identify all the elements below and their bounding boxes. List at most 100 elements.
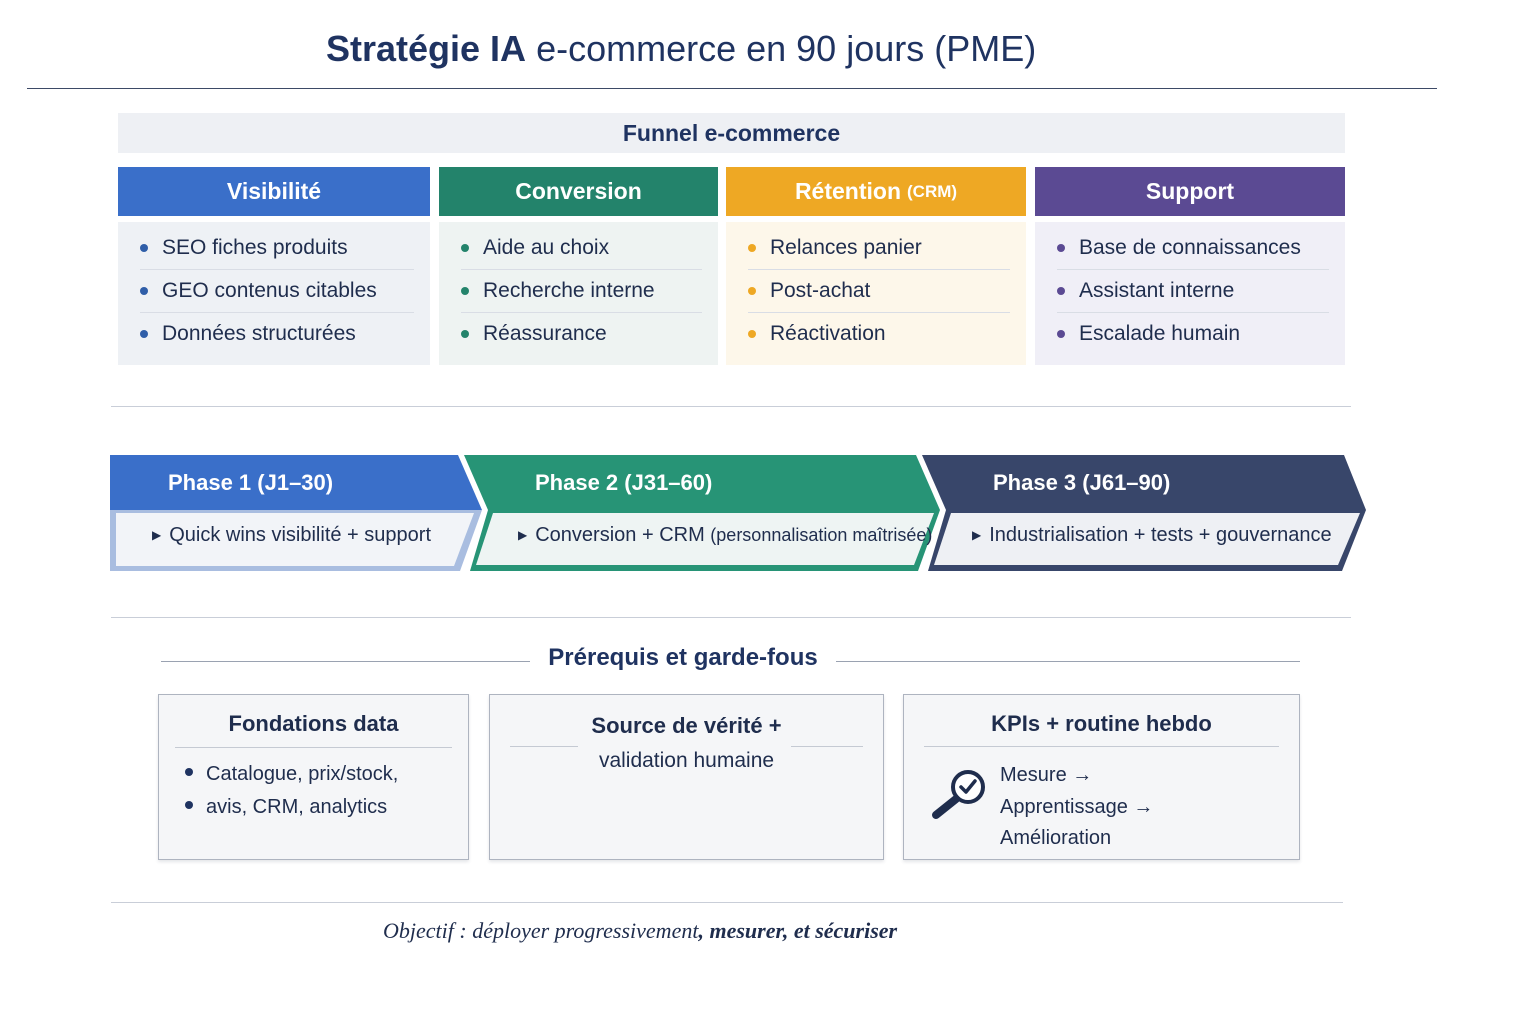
card-line: avis, CRM, analytics bbox=[185, 796, 387, 819]
phase-2-description: Conversion + CRM bbox=[535, 524, 711, 546]
phase-3-text: ▶ Industrialisation + tests + gouvernance bbox=[972, 524, 1332, 547]
card-title-line-1: Source de vérité + bbox=[591, 713, 782, 738]
card-line-text: Catalogue, prix/stock, bbox=[206, 763, 399, 785]
bullet-dot bbox=[748, 330, 756, 338]
list-item: Escalade humain bbox=[1057, 312, 1329, 355]
bullet-dot bbox=[461, 330, 469, 338]
bullet-dot bbox=[748, 287, 756, 295]
column-body: Relances panier Post-achat Réactivation bbox=[726, 222, 1026, 365]
list-item: Relances panier bbox=[748, 226, 1010, 269]
bullet-dot bbox=[1057, 330, 1065, 338]
objective-comma: , bbox=[698, 918, 710, 943]
objective-lead: Objectif : déployer progressivement bbox=[383, 918, 699, 943]
item-label: Post-achat bbox=[770, 279, 871, 302]
bullet-dot bbox=[461, 287, 469, 295]
card-title: Fondations data bbox=[228, 711, 399, 736]
card-title-line-2: validation humaine bbox=[598, 749, 775, 772]
bullet-dot bbox=[1057, 287, 1065, 295]
item-label: Assistant interne bbox=[1079, 279, 1235, 302]
column-title: Visibilité bbox=[226, 178, 322, 204]
item-label: Relances panier bbox=[770, 235, 922, 259]
card-line: Mesure → bbox=[1000, 764, 1093, 786]
section-divider bbox=[111, 617, 1351, 618]
column-title-suffix: (CRM) bbox=[907, 181, 958, 201]
phase-2-note: (personnalisation maîtrisée) bbox=[710, 525, 933, 545]
column-title: Rétention bbox=[794, 178, 901, 204]
funnel-header: Funnel e-commerce bbox=[118, 113, 1345, 153]
phase-3-title: Phase 3 (J61–90) bbox=[993, 470, 1171, 495]
section-heading-line-right bbox=[836, 661, 1300, 662]
phase-1-body-inner bbox=[116, 513, 474, 566]
card-kpis: KPIs + routine hebdo Mesure → Apprentiss… bbox=[903, 694, 1300, 860]
column-body: Base de connaissances Assistant interne … bbox=[1035, 222, 1345, 365]
title-divider bbox=[27, 88, 1437, 89]
section-heading-line-left bbox=[161, 661, 530, 662]
objective-comma: , bbox=[782, 918, 794, 943]
list-item: Base de connaissances bbox=[1057, 226, 1329, 269]
funnel-column-support: Support Base de connaissances Assistant … bbox=[1035, 167, 1345, 365]
column-title: Conversion bbox=[515, 178, 642, 204]
phase-1-title: Phase 1 (J1–30) bbox=[168, 470, 334, 495]
column-header: Conversion bbox=[439, 167, 718, 216]
phase-1-header-shape bbox=[110, 455, 482, 510]
bullet-dot bbox=[140, 330, 148, 338]
column-header: Rétention (CRM) bbox=[726, 167, 1026, 216]
objective-keyword-secure: et sécuriser bbox=[793, 918, 898, 943]
card-divider bbox=[175, 747, 452, 748]
column-body: Aide au choix Recherche interne Réassura… bbox=[439, 222, 718, 365]
card-fondations-data: Fondations data Catalogue, prix/stock, a… bbox=[158, 694, 469, 860]
item-label: Aide au choix bbox=[483, 235, 610, 259]
card-divider bbox=[924, 746, 1279, 747]
section-divider bbox=[111, 902, 1343, 903]
page-title: Stratégie IA e-commerce en 90 jours (PME… bbox=[326, 28, 1036, 70]
phase-3-description: Industrialisation + tests + gouvernance bbox=[989, 524, 1332, 546]
bullet-dot bbox=[140, 287, 148, 295]
objective-statement: Objectif : déployer progressivement, mes… bbox=[383, 918, 897, 944]
bullet-dot bbox=[748, 243, 756, 252]
card-line: Amélioration bbox=[1000, 827, 1112, 849]
list-item: GEO contenus citables bbox=[140, 269, 414, 312]
funnel-column-retention: Rétention (CRM) Relances panier Post-acha… bbox=[726, 167, 1026, 365]
bullet-dot bbox=[140, 243, 148, 252]
triangle-bullet-icon: ▶ bbox=[152, 528, 162, 542]
item-label: SEO fiches produits bbox=[162, 235, 348, 259]
column-body: SEO fiches produits GEO contenus citable… bbox=[118, 222, 430, 365]
bullet-dot bbox=[461, 243, 469, 252]
magnifier-check-icon bbox=[932, 770, 985, 819]
list-item: Aide au choix bbox=[461, 226, 702, 269]
column-header: Visibilité bbox=[118, 167, 430, 216]
phase-3-body-inner bbox=[934, 513, 1360, 565]
bullet-dot bbox=[1057, 243, 1065, 252]
card-line: Catalogue, prix/stock, bbox=[185, 763, 398, 786]
item-label: Réassurance bbox=[483, 322, 607, 345]
list-item: Réassurance bbox=[461, 312, 702, 355]
phase-2-body-inner bbox=[476, 513, 934, 565]
list-item: Post-achat bbox=[748, 269, 1010, 312]
list-item: SEO fiches produits bbox=[140, 226, 414, 269]
prereq-heading: Prérequis et garde-fous bbox=[548, 644, 818, 671]
column-title: Support bbox=[1145, 178, 1235, 204]
list-item: Assistant interne bbox=[1057, 269, 1329, 312]
card-source-verite: Source de vérité + validation humaine bbox=[489, 694, 884, 860]
bullet-dot bbox=[185, 768, 193, 776]
card-line-text: avis, CRM, analytics bbox=[206, 796, 388, 818]
triangle-bullet-icon: ▶ bbox=[972, 528, 982, 542]
list-item: Données structurées bbox=[140, 312, 414, 355]
triangle-bullet-icon: ▶ bbox=[518, 528, 528, 542]
phase-2-text: ▶ Conversion + CRM (personnalisation maît… bbox=[518, 524, 932, 547]
card-divider-right bbox=[791, 746, 863, 747]
funnel-column-conversion: Conversion Aide au choix Recherche inter… bbox=[439, 167, 718, 365]
card-divider-left bbox=[510, 746, 578, 747]
phase-1-description: Quick wins visibilité + support bbox=[169, 524, 432, 546]
item-label: Escalade humain bbox=[1079, 322, 1241, 345]
list-item: Recherche interne bbox=[461, 269, 702, 312]
phase-1-text: ▶ Quick wins visibilité + support bbox=[152, 524, 431, 547]
phase-2-title: Phase 2 (J31–60) bbox=[535, 470, 713, 495]
objective-keyword-measure: mesurer bbox=[709, 918, 783, 943]
list-item: Réactivation bbox=[748, 312, 1010, 355]
item-label: Données structurées bbox=[162, 322, 356, 345]
bullet-dot bbox=[185, 801, 193, 809]
phase-3-header-shape bbox=[922, 455, 1366, 510]
